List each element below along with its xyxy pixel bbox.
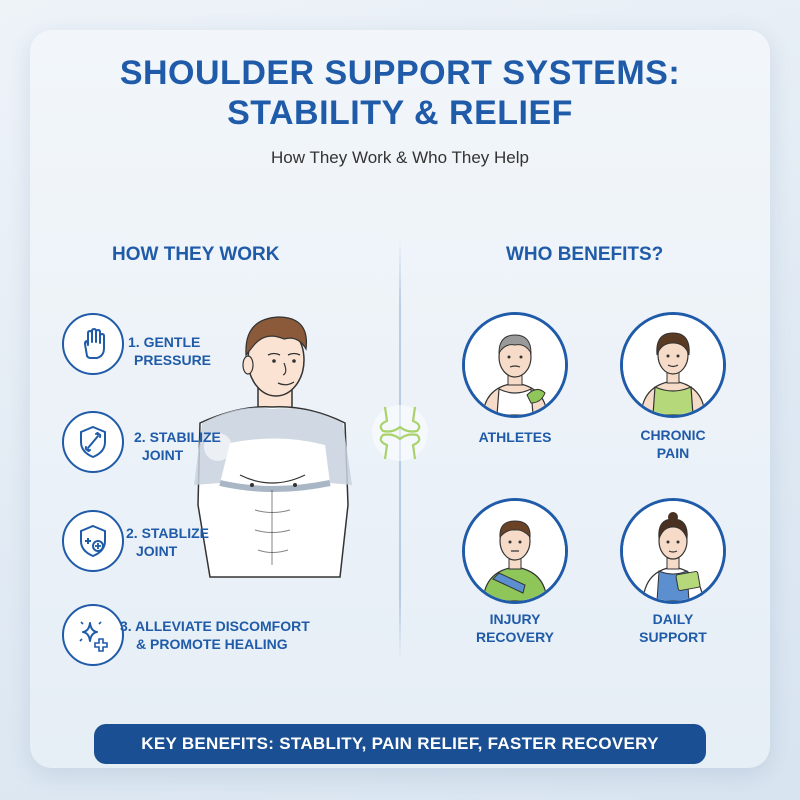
daily-support-portrait [620, 498, 726, 604]
step-4-label: 3. ALLEVIATE DISCOMFORT & PROMOTE HEALIN… [120, 617, 310, 653]
injury-recovery-portrait [462, 498, 568, 604]
key-benefits-banner: KEY BENEFITS: STABLITY, PAIN RELIEF, FAS… [94, 724, 706, 764]
step-3-line-2: JOINT [136, 543, 178, 559]
knee-joint-icon [365, 403, 435, 463]
step-3-label: 2. STABLIZE JOINT [126, 524, 209, 560]
daily-support-label: DAILY SUPPORT [603, 610, 743, 646]
how-they-work-heading: HOW THEY WORK [112, 244, 280, 265]
step-2-line-1: 2. STABILIZE [134, 429, 221, 445]
step-2-label: 2. STABILIZE JOINT [134, 428, 221, 464]
step-3-line-1: 2. STABLIZE [126, 525, 209, 541]
step-4-line-1: 3. ALLEVIATE DISCOMFORT [120, 618, 310, 634]
step-1-line-2: PRESSURE [134, 352, 212, 368]
torso-figure-illustration [180, 305, 365, 580]
step-1-label: 1. GENTLE PRESSURE [128, 333, 211, 369]
step-2-line-2: JOINT [142, 447, 184, 463]
subtitle: How They Work & Who They Help [271, 148, 529, 167]
shield-bone-icon [62, 411, 124, 473]
athlete-portrait [462, 312, 568, 418]
athletes-label: ATHLETES [445, 428, 585, 446]
step-1-line-1: 1. GENTLE [128, 334, 201, 350]
injury-recovery-label-line-1: INJURY [489, 611, 541, 627]
title-line-1: SHOULDER SUPPORT SYSTEMS: [119, 54, 681, 92]
injury-recovery-label-line-2: RECOVERY [475, 629, 555, 645]
step-4-line-2: & PROMOTE HEALING [136, 636, 288, 652]
chronic-pain-portrait [620, 312, 726, 418]
sparkle-plus-icon [62, 604, 124, 666]
chronic-pain-label-line-1: CHRONIC [640, 427, 706, 443]
daily-support-label-line-1: DAILY [652, 611, 694, 627]
who-benefits-heading: WHO BENEFITS? [506, 244, 664, 265]
hand-icon [62, 313, 124, 375]
shield-plus-icon [62, 510, 124, 572]
athletes-label-line-1: ATHLETES [478, 429, 552, 445]
daily-support-label-line-2: SUPPORT [639, 629, 707, 645]
injury-recovery-label: INJURY RECOVERY [445, 610, 585, 646]
chronic-pain-label-line-2: PAIN [656, 445, 690, 461]
title-line-2: STABILITY & RELIEF [227, 94, 573, 132]
chronic-pain-label: CHRONIC PAIN [603, 426, 743, 462]
